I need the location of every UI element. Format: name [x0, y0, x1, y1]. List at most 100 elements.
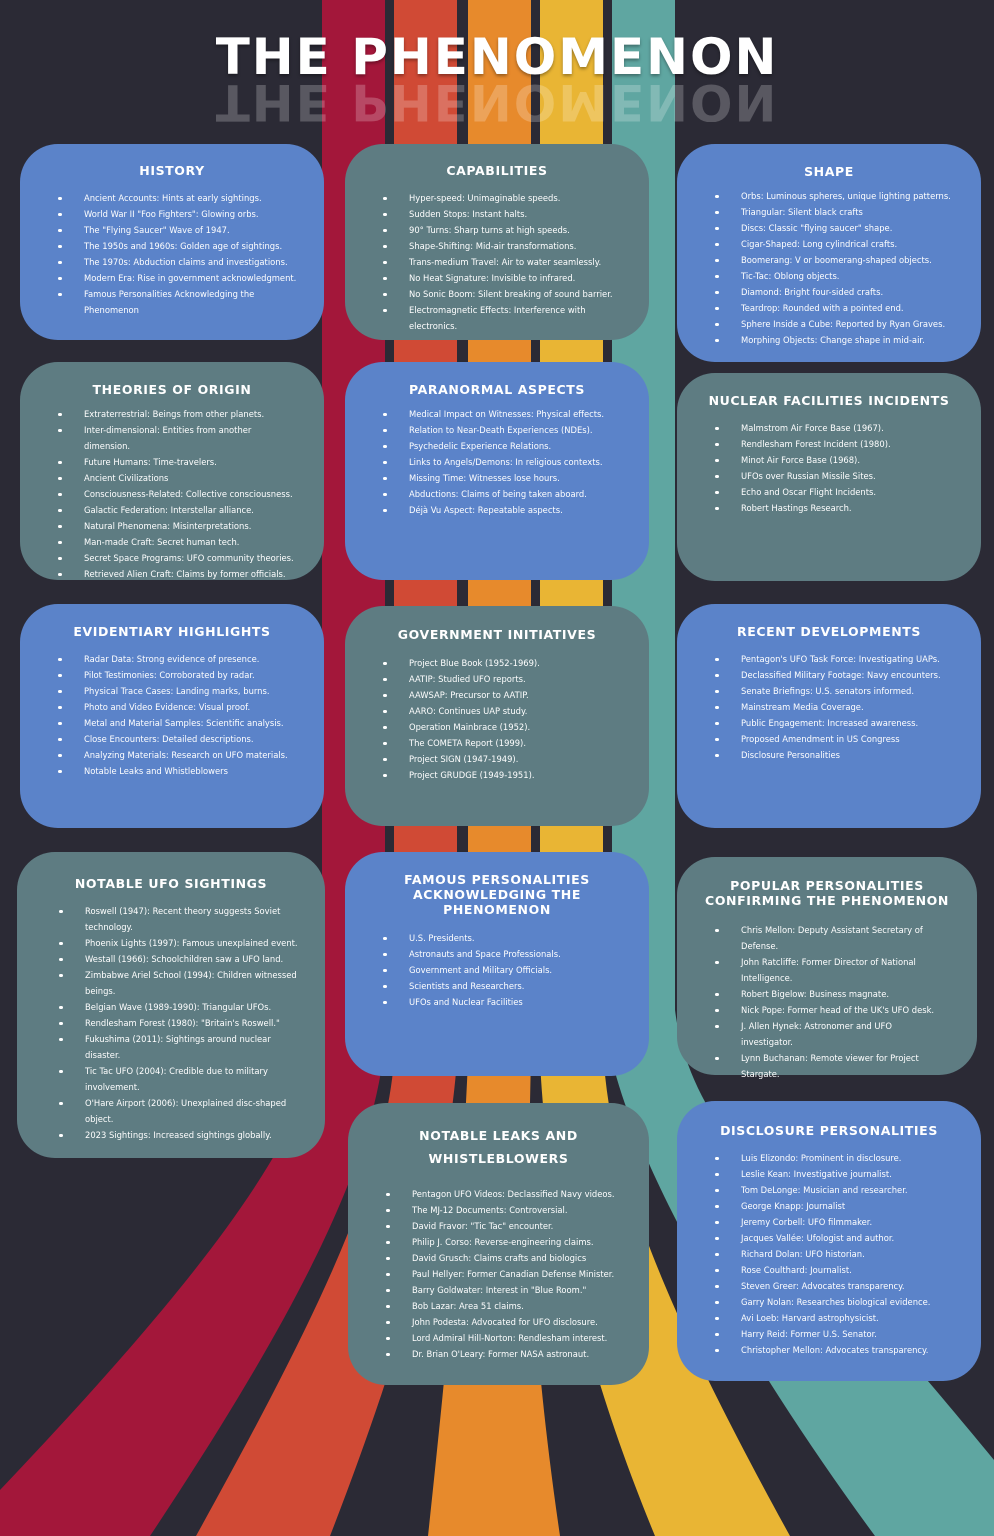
- card-history: HISTORY Ancient Accounts: Hints at early…: [20, 144, 324, 340]
- list-item: Radar Data: Strong evidence of presence.: [58, 651, 300, 667]
- card-title: THEORIES OF ORIGIN: [92, 382, 252, 397]
- list-item: Malmstrom Air Force Base (1967).: [715, 420, 957, 436]
- card-list: U.S. Presidents.Astronauts and Space Pro…: [369, 930, 625, 1010]
- list-item: Déjà Vu Aspect: Repeatable aspects.: [383, 502, 625, 518]
- card-shape: SHAPE Orbs: Luminous spheres, unique lig…: [677, 144, 981, 362]
- list-item: Project Blue Book (1952-1969).: [383, 655, 625, 671]
- list-item: Diamond: Bright four-sided crafts.: [715, 284, 957, 300]
- list-item: Hyper-speed: Unimaginable speeds.: [383, 190, 625, 206]
- list-item: Steven Greer: Advocates transparency.: [715, 1278, 957, 1294]
- list-item: Minot Air Force Base (1968).: [715, 452, 957, 468]
- list-item: AAWSAP: Precursor to AATIP.: [383, 687, 625, 703]
- list-item: World War II "Foo Fighters": Glowing orb…: [58, 206, 300, 222]
- list-item: David Fravor: "Tic Tac" encounter.: [386, 1218, 625, 1234]
- card-title-line2: CONFIRMING THE PHENOMENON: [705, 893, 949, 908]
- list-item: The MJ-12 Documents: Controversial.: [386, 1202, 625, 1218]
- list-item: Trans-medium Travel: Air to water seamle…: [383, 254, 625, 270]
- list-item: Garry Nolan: Researches biological evide…: [715, 1294, 957, 1310]
- list-item: Operation Mainbrace (1952).: [383, 719, 625, 735]
- list-item: Phoenix Lights (1997): Famous unexplaine…: [59, 935, 301, 951]
- list-item: Nick Pope: Former head of the UK's UFO d…: [715, 1002, 945, 1018]
- list-item: Pentagon's UFO Task Force: Investigating…: [715, 651, 957, 667]
- list-item: Roswell (1947): Recent theory suggests S…: [59, 903, 301, 935]
- list-item: Inter-dimensional: Entities from another…: [58, 422, 300, 454]
- list-item: Abductions: Claims of being taken aboard…: [383, 486, 625, 502]
- list-item: Metal and Material Samples: Scientific a…: [58, 715, 300, 731]
- list-item: Discs: Classic "flying saucer" shape.: [715, 220, 957, 236]
- list-item: No Sonic Boom: Silent breaking of sound …: [383, 286, 625, 302]
- list-item: Disclosure Personalities: [715, 747, 957, 763]
- list-item: Ancient Civilizations: [58, 470, 300, 486]
- list-item: Cigar-Shaped: Long cylindrical crafts.: [715, 236, 957, 252]
- list-item: The 1950s and 1960s: Golden age of sight…: [58, 238, 300, 254]
- list-item: U.S. Presidents.: [383, 930, 625, 946]
- card-title-line2: ACKNOWLEDGING THE PHENOMENON: [412, 887, 581, 917]
- list-item: Proposed Amendment in US Congress: [715, 731, 957, 747]
- list-item: AARO: Continues UAP study.: [383, 703, 625, 719]
- list-item: 2023 Sightings: Increased sightings glob…: [59, 1127, 301, 1143]
- list-item: Morphing Objects: Change shape in mid-ai…: [715, 332, 957, 348]
- list-item: Retrieved Alien Craft: Claims by former …: [58, 566, 300, 582]
- card-list: Project Blue Book (1952-1969).AATIP: Stu…: [369, 655, 625, 783]
- list-item: George Knapp: Journalist: [715, 1198, 957, 1214]
- list-item: Harry Reid: Former U.S. Senator.: [715, 1326, 957, 1342]
- list-item: Government and Military Officials.: [383, 962, 625, 978]
- list-item: Pentagon UFO Videos: Declassified Navy v…: [386, 1186, 625, 1202]
- list-item: Chris Mellon: Deputy Assistant Secretary…: [715, 922, 945, 954]
- list-item: Project SIGN (1947-1949).: [383, 751, 625, 767]
- list-item: Missing Time: Witnesses lose hours.: [383, 470, 625, 486]
- list-item: Jeremy Corbell: UFO filmmaker.: [715, 1214, 957, 1230]
- list-item: Secret Space Programs: UFO community the…: [58, 550, 300, 566]
- card-title: SHAPE: [804, 164, 854, 179]
- card-title: DISCLOSURE PERSONALITIES: [720, 1123, 938, 1138]
- card-title: GOVERNMENT INITIATIVES: [397, 627, 597, 642]
- card-title: EVIDENTIARY HIGHLIGHTS: [73, 624, 271, 639]
- list-item: Shape-Shifting: Mid-air transformations.: [383, 238, 625, 254]
- list-item: Project GRUDGE (1949-1951).: [383, 767, 625, 783]
- list-item: Richard Dolan: UFO historian.: [715, 1246, 957, 1262]
- list-item: Orbs: Luminous spheres, unique lighting …: [715, 188, 957, 204]
- title-reflection: THE PHENOMENON: [215, 82, 779, 122]
- list-item: No Heat Signature: Invisible to infrared…: [383, 270, 625, 286]
- list-item: Future Humans: Time-travelers.: [58, 454, 300, 470]
- list-item: Sudden Stops: Instant halts.: [383, 206, 625, 222]
- card-list: Chris Mellon: Deputy Assistant Secretary…: [701, 922, 953, 1082]
- list-item: Natural Phenomena: Misinterpretations.: [58, 518, 300, 534]
- list-item: Senate Briefings: U.S. senators informed…: [715, 683, 957, 699]
- card-notable-leaks: NOTABLE LEAKS AND WHISTLEBLOWERS Pentago…: [348, 1103, 649, 1385]
- card-famous-personalities: FAMOUS PERSONALITIES ACKNOWLEDGING THE P…: [345, 852, 649, 1076]
- list-item: Sphere Inside a Cube: Reported by Ryan G…: [715, 316, 957, 332]
- list-item: Robert Bigelow: Business magnate.: [715, 986, 945, 1002]
- card-title: CAPABILITIES: [446, 163, 548, 178]
- card-recent-developments: RECENT DEVELOPMENTS Pentagon's UFO Task …: [677, 604, 981, 828]
- card-list: Ancient Accounts: Hints at early sightin…: [44, 190, 300, 318]
- list-item: O'Hare Airport (2006): Unexplained disc-…: [59, 1095, 301, 1127]
- list-item: Westall (1966): Schoolchildren saw a UFO…: [59, 951, 301, 967]
- list-item: John Podesta: Advocated for UFO disclosu…: [386, 1314, 625, 1330]
- list-item: Declassified Military Footage: Navy enco…: [715, 667, 957, 683]
- list-item: Modern Era: Rise in government acknowled…: [58, 270, 300, 286]
- list-item: Christopher Mellon: Advocates transparen…: [715, 1342, 957, 1358]
- list-item: Pilot Testimonies: Corroborated by radar…: [58, 667, 300, 683]
- card-government-initiatives: GOVERNMENT INITIATIVES Project Blue Book…: [345, 606, 649, 826]
- card-title-line2: WHISTLEBLOWERS: [428, 1151, 569, 1166]
- list-item: Avi Loeb: Harvard astrophysicist.: [715, 1310, 957, 1326]
- list-item: Triangular: Silent black crafts: [715, 204, 957, 220]
- card-capabilities: CAPABILITIES Hyper-speed: Unimaginable s…: [345, 144, 649, 340]
- list-item: The COMETA Report (1999).: [383, 735, 625, 751]
- list-item: 90° Turns: Sharp turns at high speeds.: [383, 222, 625, 238]
- list-item: Luis Elizondo: Prominent in disclosure.: [715, 1150, 957, 1166]
- card-title: PARANORMAL ASPECTS: [408, 382, 585, 397]
- list-item: J. Allen Hynek: Astronomer and UFO inves…: [715, 1018, 945, 1050]
- list-item: Rendlesham Forest Incident (1980).: [715, 436, 957, 452]
- list-item: Paul Hellyer: Former Canadian Defense Mi…: [386, 1266, 625, 1282]
- list-item: Notable Leaks and Whistleblowers: [58, 763, 300, 779]
- list-item: Psychedelic Experience Relations.: [383, 438, 625, 454]
- card-list: Medical Impact on Witnesses: Physical ef…: [369, 406, 625, 518]
- list-item: Famous Personalities Acknowledging the P…: [58, 286, 300, 318]
- list-item: Leslie Kean: Investigative journalist.: [715, 1166, 957, 1182]
- list-item: Barry Goldwater: Interest in "Blue Room.…: [386, 1282, 625, 1298]
- list-item: Consciousness-Related: Collective consci…: [58, 486, 300, 502]
- card-disclosure-personalities: DISCLOSURE PERSONALITIES Luis Elizondo: …: [677, 1101, 981, 1381]
- list-item: Close Encounters: Detailed descriptions.: [58, 731, 300, 747]
